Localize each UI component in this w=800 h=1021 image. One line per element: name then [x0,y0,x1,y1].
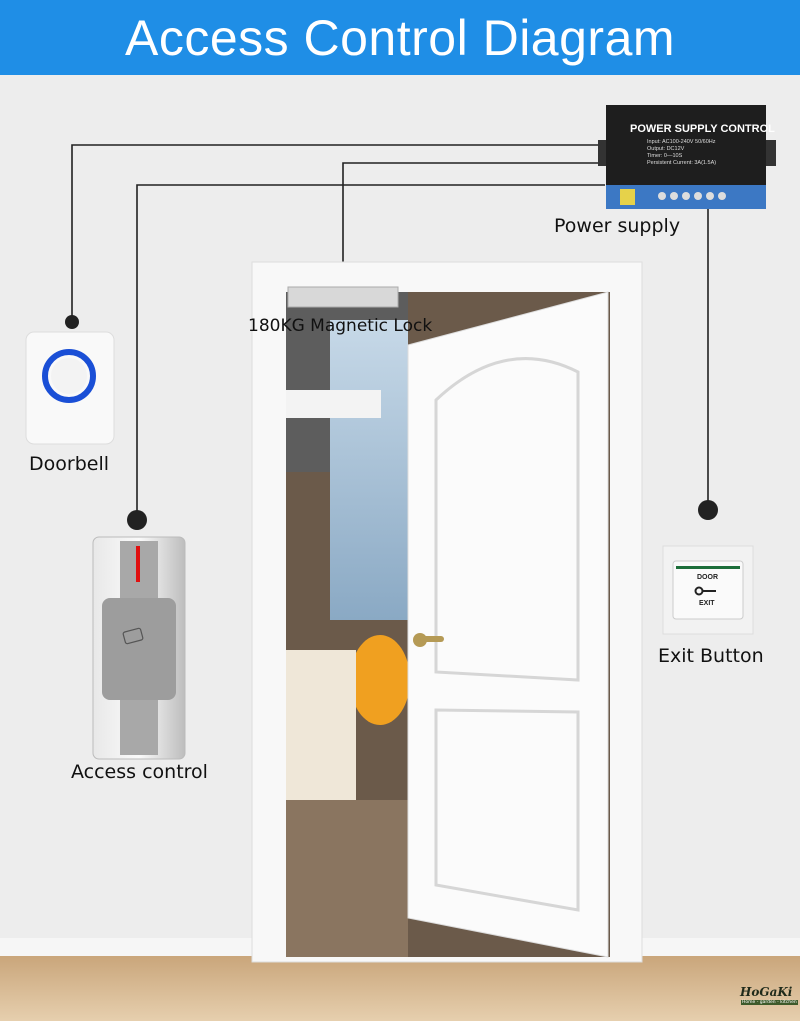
psu-spec: Timer: 0—10S [647,153,683,159]
open-door [407,291,609,958]
psu-spec: Input: AC100-240V 50/60Hz [647,139,716,145]
exit-panel-door-text: DOOR [697,574,718,581]
access-control-label: Access control [71,761,208,783]
psu-spec: Persistent Current: 3A(1.5A) [647,160,717,166]
floor [0,955,800,1021]
exit-button-label: Exit Button [658,645,764,667]
brand-tagline: Home - garden - kitchen [741,1000,798,1005]
magnetic-lock-label: 180KG Magnetic Lock [248,316,433,336]
power-supply-unit [606,105,766,185]
exit-panel-exit-text: EXIT [699,600,715,607]
psu-panel-title: POWER SUPPLY CONTROL [630,123,775,135]
brand-logo: HoGaKi [740,985,793,999]
psu-spec: Output: DC12V [647,146,685,152]
wires [71,144,709,520]
power-supply-label: Power supply [554,215,681,237]
page-title: Access Control Diagram [124,9,676,66]
doorbell-label: Doorbell [29,453,109,475]
magnetic-lock [287,286,399,308]
title-banner: Access Control Diagram [0,0,800,75]
